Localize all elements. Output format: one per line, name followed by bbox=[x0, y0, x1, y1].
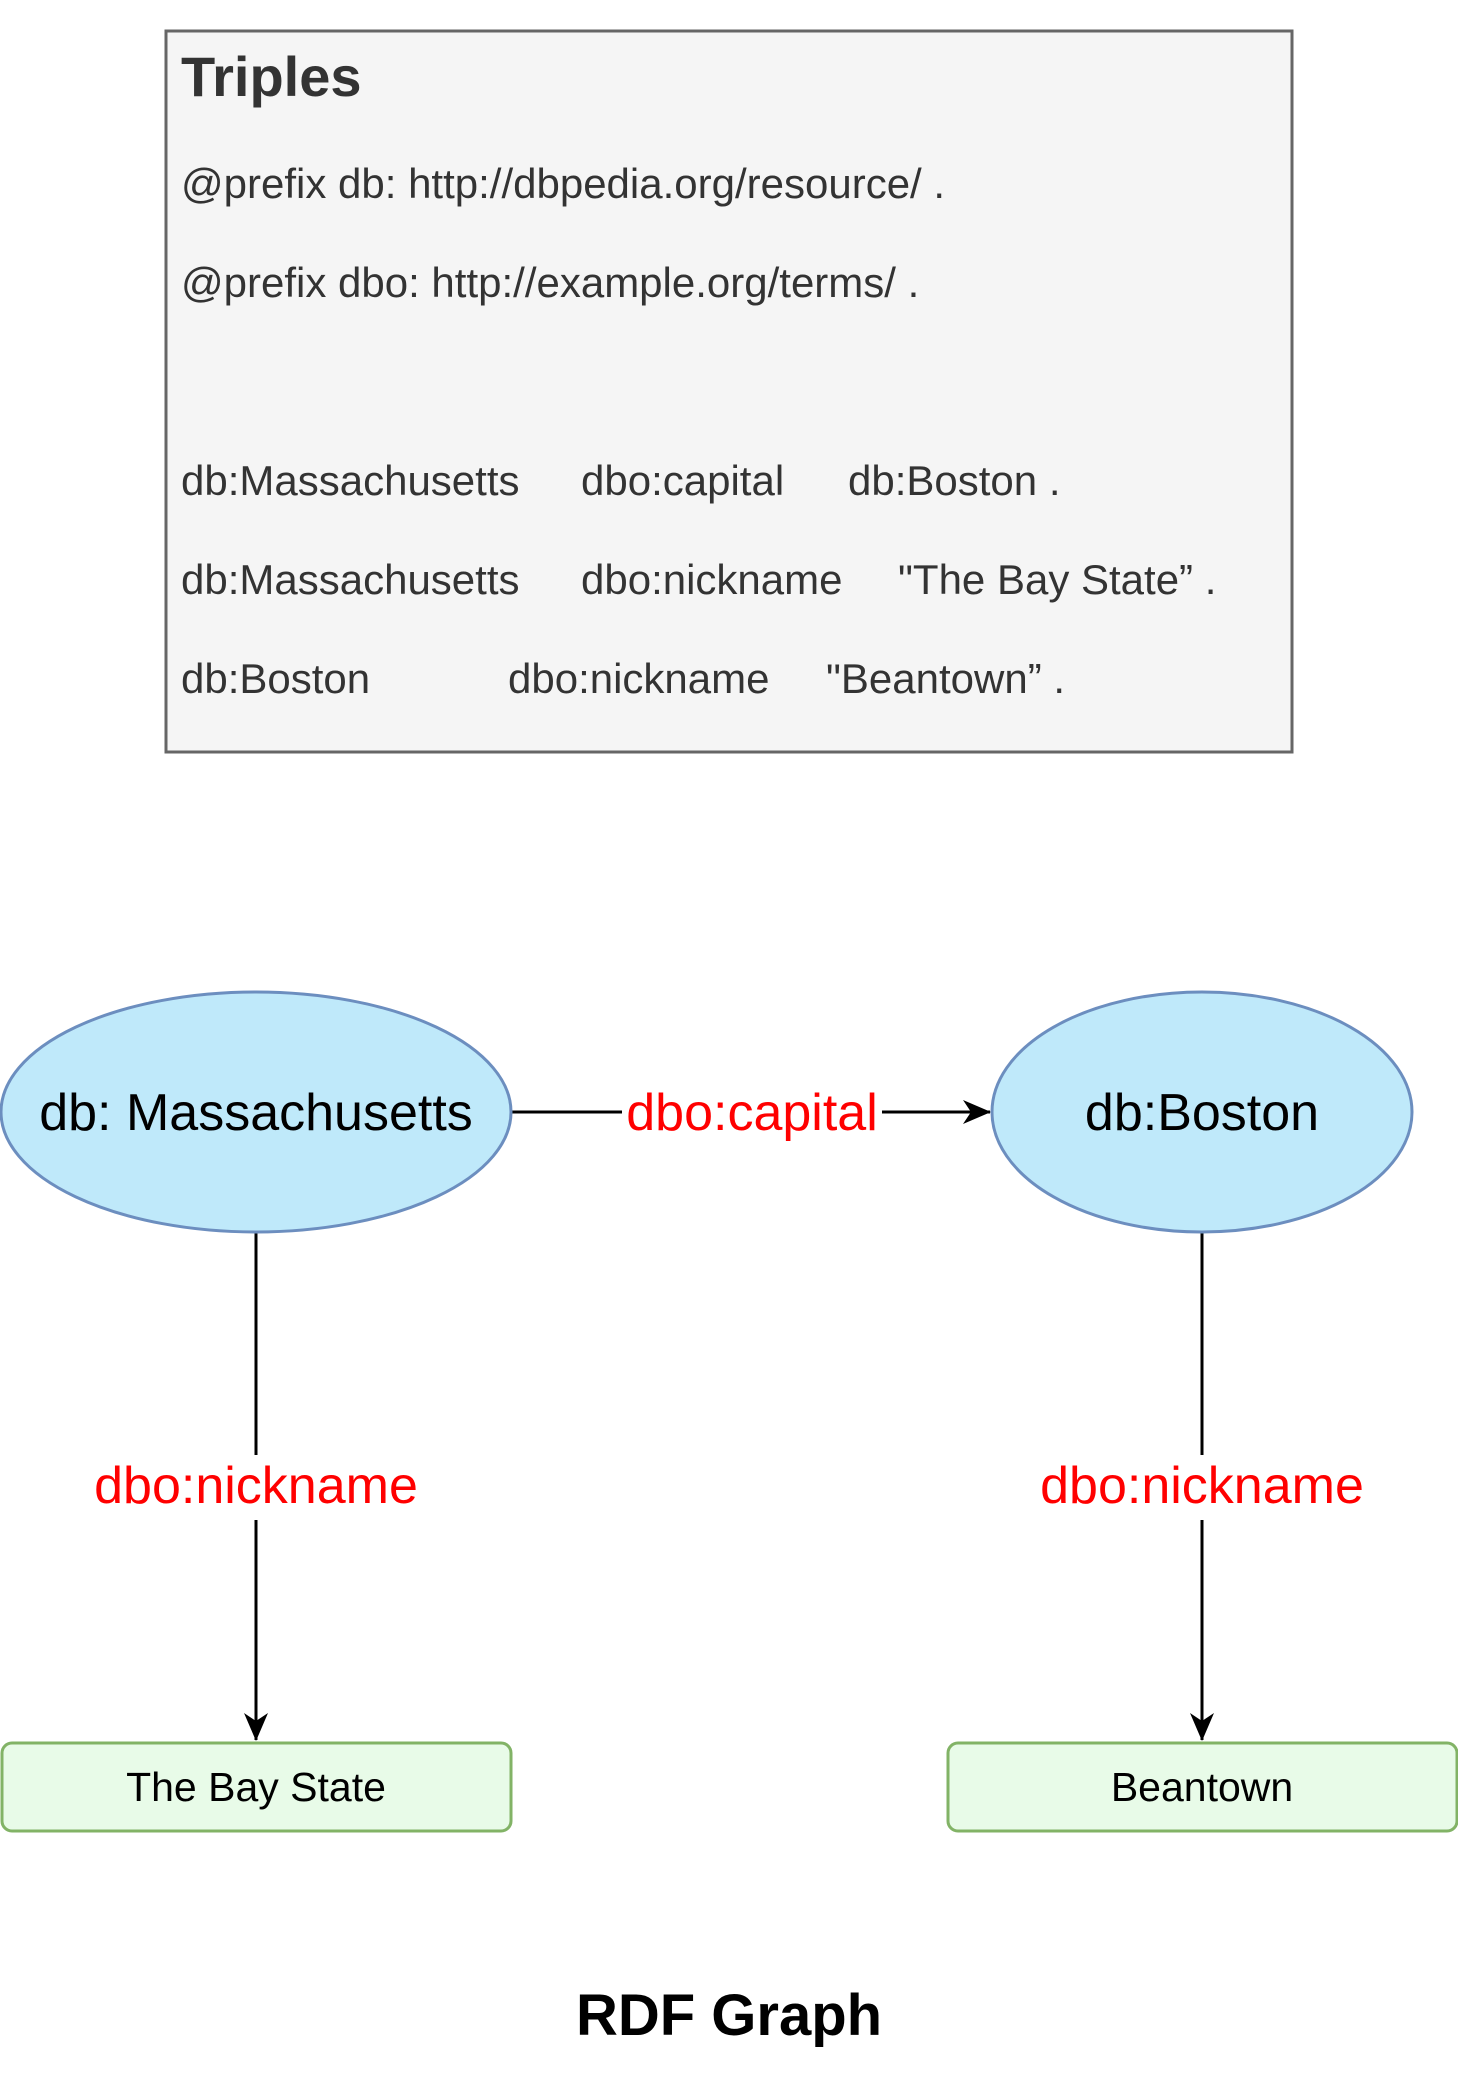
prefix-line-dbo: @prefix dbo: http://example.org/terms/ . bbox=[181, 259, 919, 306]
triples-box: Triples @prefix db: http://dbpedia.org/r… bbox=[164, 29, 1294, 754]
literal-bay-state-box bbox=[0, 1741, 513, 1833]
edge-capital-label: dbo:capital bbox=[626, 1084, 878, 1142]
prefix-line-db: @prefix db: http://dbpedia.org/resource/… bbox=[181, 160, 945, 207]
triple-2-predicate: dbo:nickname bbox=[581, 556, 843, 603]
triple-3-subject: db:Boston bbox=[181, 655, 370, 702]
figure-caption: RDF Graph bbox=[576, 1983, 882, 2048]
triple-2-object: "The Bay State” . bbox=[898, 556, 1216, 603]
literal-beantown: Beantown bbox=[946, 1741, 1458, 1833]
edge-nickname-boston-label: dbo:nickname bbox=[1040, 1457, 1364, 1515]
node-massachusetts-label: db: Massachusetts bbox=[39, 1084, 473, 1142]
triples-box-frame bbox=[164, 29, 1294, 754]
triple-3-predicate: dbo:nickname bbox=[508, 655, 770, 702]
edge-nickname-ma-label: dbo:nickname bbox=[94, 1457, 418, 1515]
node-massachusetts: db: Massachusetts bbox=[0, 990, 513, 1234]
literal-beantown-label: Beantown bbox=[1111, 1764, 1293, 1810]
triple-1-object: db:Boston . bbox=[848, 457, 1060, 504]
node-boston-shape bbox=[990, 990, 1414, 1234]
triple-1-predicate: dbo:capital bbox=[581, 457, 784, 504]
edge-nickname-boston: dbo:nickname bbox=[1040, 1232, 1364, 1741]
triple-2-subject: db:Massachusetts bbox=[181, 556, 520, 603]
triple-3-object: "Beantown” . bbox=[826, 655, 1065, 702]
node-massachusetts-shape bbox=[0, 990, 513, 1234]
triple-1-subject: db:Massachusetts bbox=[181, 457, 520, 504]
edge-capital: dbo:capital bbox=[512, 1084, 991, 1142]
literal-beantown-box bbox=[946, 1741, 1458, 1833]
literal-bay-state: The Bay State bbox=[0, 1741, 513, 1833]
triples-title: Triples bbox=[181, 45, 362, 108]
node-boston: db:Boston bbox=[990, 990, 1414, 1234]
edge-nickname-massachusetts: dbo:nickname bbox=[94, 1232, 418, 1741]
literal-bay-state-label: The Bay State bbox=[126, 1764, 386, 1810]
node-boston-label: db:Boston bbox=[1085, 1084, 1319, 1142]
